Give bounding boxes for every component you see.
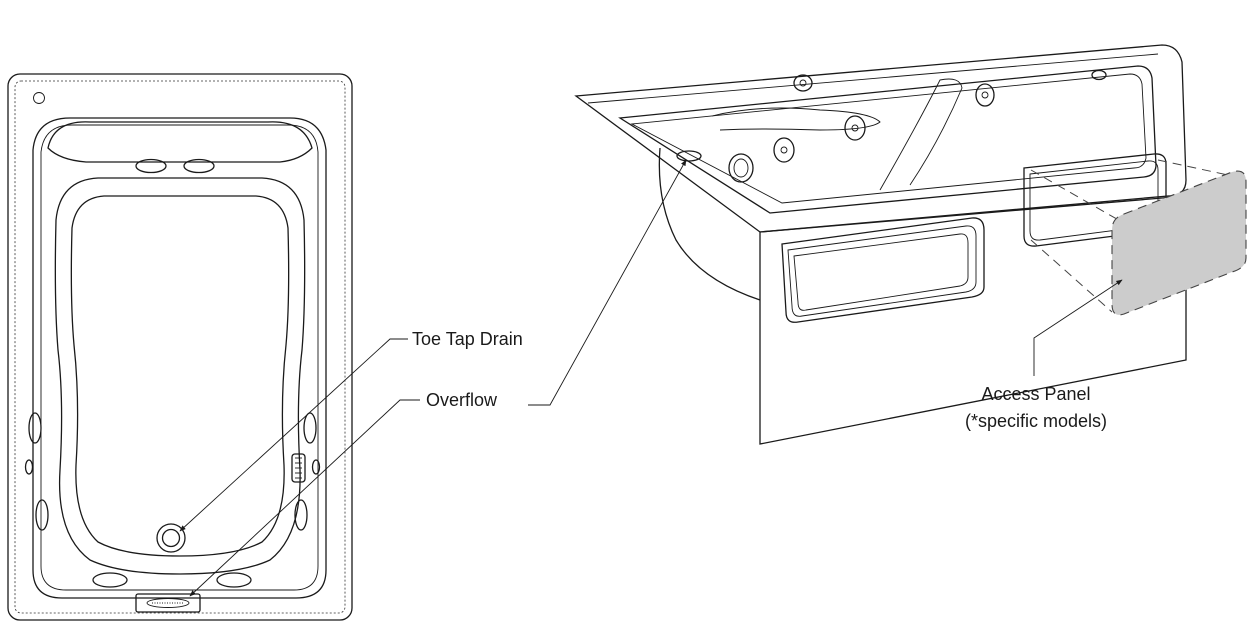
- air-control-knob: [291, 453, 306, 483]
- jet-right-upper: [303, 412, 317, 444]
- tub-rim-outer: [32, 117, 327, 599]
- access-panel-label: Access Panel: [981, 384, 1091, 404]
- lounger-armrest: [711, 107, 881, 131]
- tub-perspective-view: [528, 44, 1247, 445]
- faucet-hole: [33, 92, 45, 104]
- jet-left-upper: [28, 412, 42, 444]
- overflow-leader-perspective: [528, 159, 687, 406]
- drain-grille: [728, 153, 754, 183]
- basin-rim-perspective: [618, 65, 1157, 214]
- overflow-label: Overflow: [426, 390, 498, 410]
- jet-front-c: [975, 83, 995, 107]
- tub-rim-inner: [40, 124, 319, 591]
- rim-top-edge-inner: [587, 53, 1159, 104]
- basin-outer: [54, 177, 306, 575]
- jet-bottom-left: [92, 572, 128, 588]
- access-panel-leader: [1033, 279, 1123, 376]
- faucet-hole-perspective: [1091, 69, 1107, 81]
- access-panel-shape: [1111, 170, 1247, 316]
- jet-bottom-right: [216, 572, 252, 588]
- basin-inner-perspective: [630, 73, 1147, 204]
- toe-tap-drain-label: Toe Tap Drain: [412, 329, 523, 349]
- jet-top-left: [135, 158, 167, 174]
- overflow-leader: [189, 399, 420, 597]
- overflow-fixture-perspective: [676, 150, 702, 162]
- jet-left-lower: [35, 499, 49, 531]
- access-panel: [1030, 159, 1247, 316]
- basin-inner: [70, 195, 290, 557]
- headrest: [47, 121, 313, 163]
- jet-right-small: [311, 459, 321, 475]
- apron-panel-left: [781, 217, 985, 323]
- jet-top-right: [183, 158, 215, 174]
- toe-tap-drain-leader: [179, 338, 408, 532]
- apron-curved-side: [658, 147, 761, 301]
- jet-back: [793, 74, 813, 92]
- jet-left-small: [24, 459, 34, 475]
- access-panel-note: (*specific models): [964, 411, 1108, 431]
- tub-deck-outline: [7, 73, 353, 621]
- jet-front-b: [844, 115, 866, 141]
- tub-top-view: [7, 73, 420, 621]
- toe-tap-drain-fixture: [156, 523, 186, 553]
- lounger-backrest: [879, 78, 963, 191]
- tub-deck-dotted-edge: [14, 80, 346, 614]
- jet-front-a: [773, 137, 795, 163]
- jet-right-lower: [294, 499, 308, 531]
- overflow-plate: [135, 593, 201, 613]
- tub-apron: [759, 195, 1187, 445]
